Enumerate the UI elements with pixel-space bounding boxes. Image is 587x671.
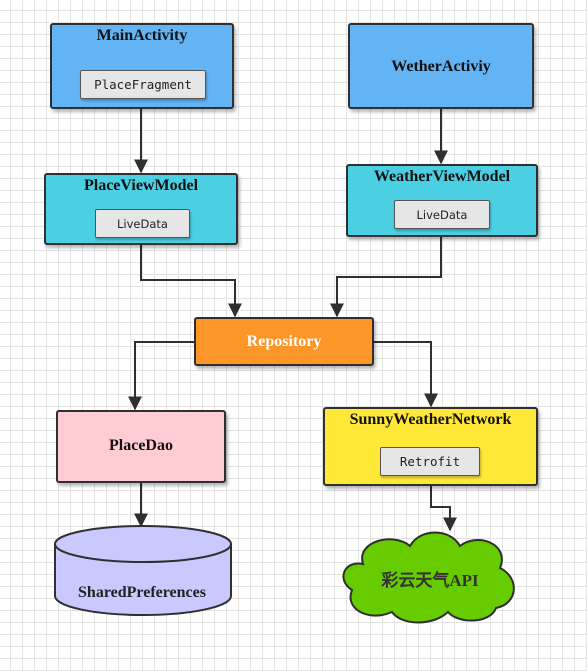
place-view-model-title: PlaceViewModel bbox=[83, 177, 199, 194]
main-activity-title: MainActivity bbox=[96, 27, 188, 44]
shared-preferences-label: SharedPreferences bbox=[78, 584, 206, 601]
repository-node: Repository bbox=[194, 317, 374, 366]
weather-api-label: 彩云天气API bbox=[381, 571, 479, 590]
edge-place-view-model-to-repository bbox=[140, 245, 242, 318]
place-view-model-node: PlaceViewModel LiveData bbox=[44, 173, 238, 245]
edge-repository-to-place-dao bbox=[128, 341, 194, 411]
shared-preferences-node bbox=[54, 525, 232, 616]
weather-activity-title: WetherActiviy bbox=[391, 58, 491, 75]
weather-api-cloud bbox=[342, 531, 515, 624]
weather-live-data-chip: LiveData bbox=[394, 200, 490, 229]
place-fragment-chip: PlaceFragment bbox=[80, 70, 206, 99]
weather-activity-node: WetherActiviy bbox=[348, 23, 534, 109]
sunny-weather-network-node: SunnyWeatherNetwork Retrofit bbox=[323, 407, 538, 486]
place-live-data-chip: LiveData bbox=[95, 209, 190, 238]
main-activity-node: MainActivity PlaceFragment bbox=[50, 23, 234, 109]
edge-weather-view-model-to-repository bbox=[330, 237, 442, 318]
place-dao-title: PlaceDao bbox=[109, 437, 173, 454]
repository-title: Repository bbox=[246, 333, 322, 350]
weather-view-model-node: WeatherViewModel LiveData bbox=[346, 164, 538, 237]
sunny-weather-network-title: SunnyWeatherNetwork bbox=[349, 411, 512, 428]
edge-network-to-weather-api bbox=[430, 486, 457, 532]
weather-view-model-title: WeatherViewModel bbox=[373, 168, 511, 185]
edge-repository-to-network bbox=[374, 341, 438, 408]
retrofit-chip: Retrofit bbox=[380, 447, 480, 476]
place-dao-node: PlaceDao bbox=[56, 410, 226, 483]
